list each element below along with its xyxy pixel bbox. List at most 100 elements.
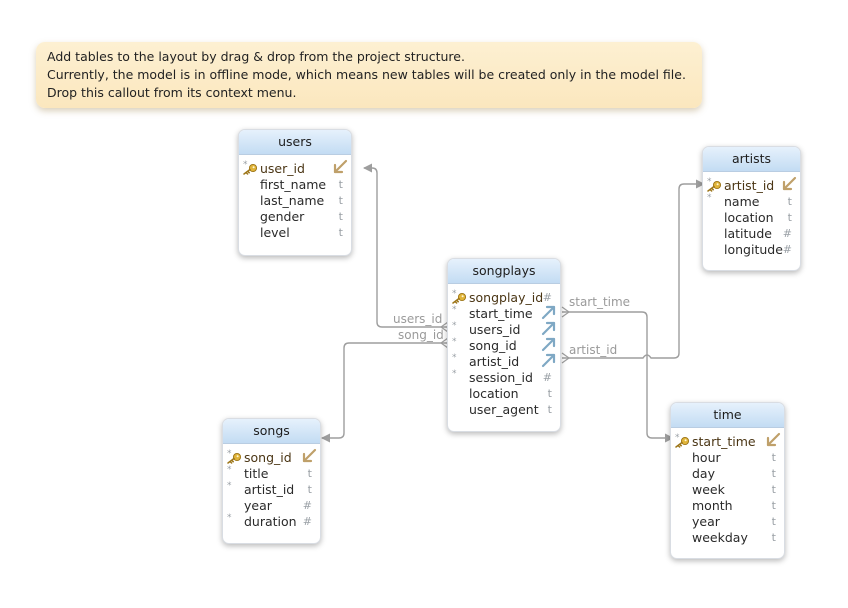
field-row[interactable]: year# [223,498,320,514]
field-name: song_id [469,338,517,353]
field-row[interactable]: longitude# [703,242,800,258]
field-row[interactable]: year t [671,514,784,530]
field-row[interactable]: location t [448,386,560,402]
not-null-marker: * [452,369,457,379]
field-name: user_agent [469,402,539,417]
field-type: t [771,515,776,528]
relation-users-line [363,163,448,328]
field-name: artist_id [469,354,520,369]
field-name: day [692,466,715,481]
field-row[interactable]: user_agent t [448,402,560,418]
edge-label-users: users_id [393,312,443,326]
field-name: user_id [260,161,305,176]
primary-key-icon [452,292,467,304]
field-name: longitude [724,242,783,257]
field-type: t [307,483,312,496]
field-name: users_id [469,322,521,337]
referenced-key-icon [302,448,317,463]
callout-line: Drop this callout from its context menu. [47,85,297,100]
callout-line: Add tables to the layout by drag & drop … [47,49,465,64]
not-null-marker: * [227,449,232,459]
not-null-marker: * [227,481,232,491]
edge-label-songs: song_id [398,328,444,342]
table-title: artists [703,147,800,172]
field-row[interactable]: * song_id [223,448,320,466]
primary-key-icon [243,163,258,175]
field-name: artist_id [724,178,775,193]
not-null-marker: * [227,513,232,523]
info-callout[interactable]: Add tables to the layout by drag & drop … [36,42,702,108]
field-name: first_name [260,177,327,192]
table-title: users [239,130,351,155]
field-name: location [469,386,519,401]
field-name: start_time [692,434,756,449]
not-null-marker: * [243,160,248,170]
not-null-marker: * [452,337,457,347]
field-type: t [307,467,312,480]
field-type: t [547,403,552,416]
field-type: # [782,243,792,256]
field-name: month [692,498,733,513]
referenced-key-icon [333,159,348,174]
table-title: time [671,403,784,428]
field-row[interactable]: * start_time [671,432,784,450]
field-name: year [692,514,720,529]
field-type: t [547,387,552,400]
field-row[interactable]: month t [671,498,784,514]
field-name: week [692,482,725,497]
field-row[interactable]: *duration# [223,513,320,530]
field-type: t [338,210,343,223]
foreign-key-icon [541,305,556,320]
primary-key-icon [707,180,722,192]
field-row[interactable]: *session_id# [448,369,560,386]
field-row[interactable]: latitude# [703,226,800,242]
primary-key-icon [675,436,690,448]
field-type: t [771,451,776,464]
field-row[interactable]: *songplay_id# [448,289,560,306]
field-type: t [787,211,792,224]
field-name: songplay_id [469,290,544,305]
not-null-marker: * [707,193,712,203]
field-name: last_name [260,193,325,208]
field-type: t [771,499,776,512]
not-null-marker: * [227,465,232,475]
field-name: weekday [692,530,748,545]
field-row[interactable]: location t [703,210,800,226]
field-name: location [724,210,774,225]
field-type: # [782,227,792,240]
field-type: t [771,483,776,496]
field-row[interactable]: * user_id [239,159,351,177]
field-row[interactable]: last_name t [239,193,351,209]
field-type: t [338,194,343,207]
field-row[interactable]: *start_time [448,305,560,322]
not-null-marker: * [452,353,457,363]
field-row[interactable]: week t [671,482,784,498]
not-null-marker: * [675,433,680,443]
field-row[interactable]: *users_id [448,321,560,338]
field-row[interactable]: * song_id [448,337,560,354]
table-songplays[interactable]: songplays *songplay_id#*start_time*users… [447,258,561,432]
callout-line: Currently, the model is in offline mode,… [47,67,686,82]
table-title: songs [223,419,320,444]
not-null-marker: * [452,305,457,315]
field-row[interactable]: * artist_id [448,353,560,370]
edge-label-artists: artist_id [569,343,618,357]
field-row[interactable]: *artist_id [703,176,800,194]
field-name: level [260,225,290,240]
field-type: # [542,371,552,384]
referenced-key-icon [782,176,797,191]
field-name: song_id [244,450,292,465]
